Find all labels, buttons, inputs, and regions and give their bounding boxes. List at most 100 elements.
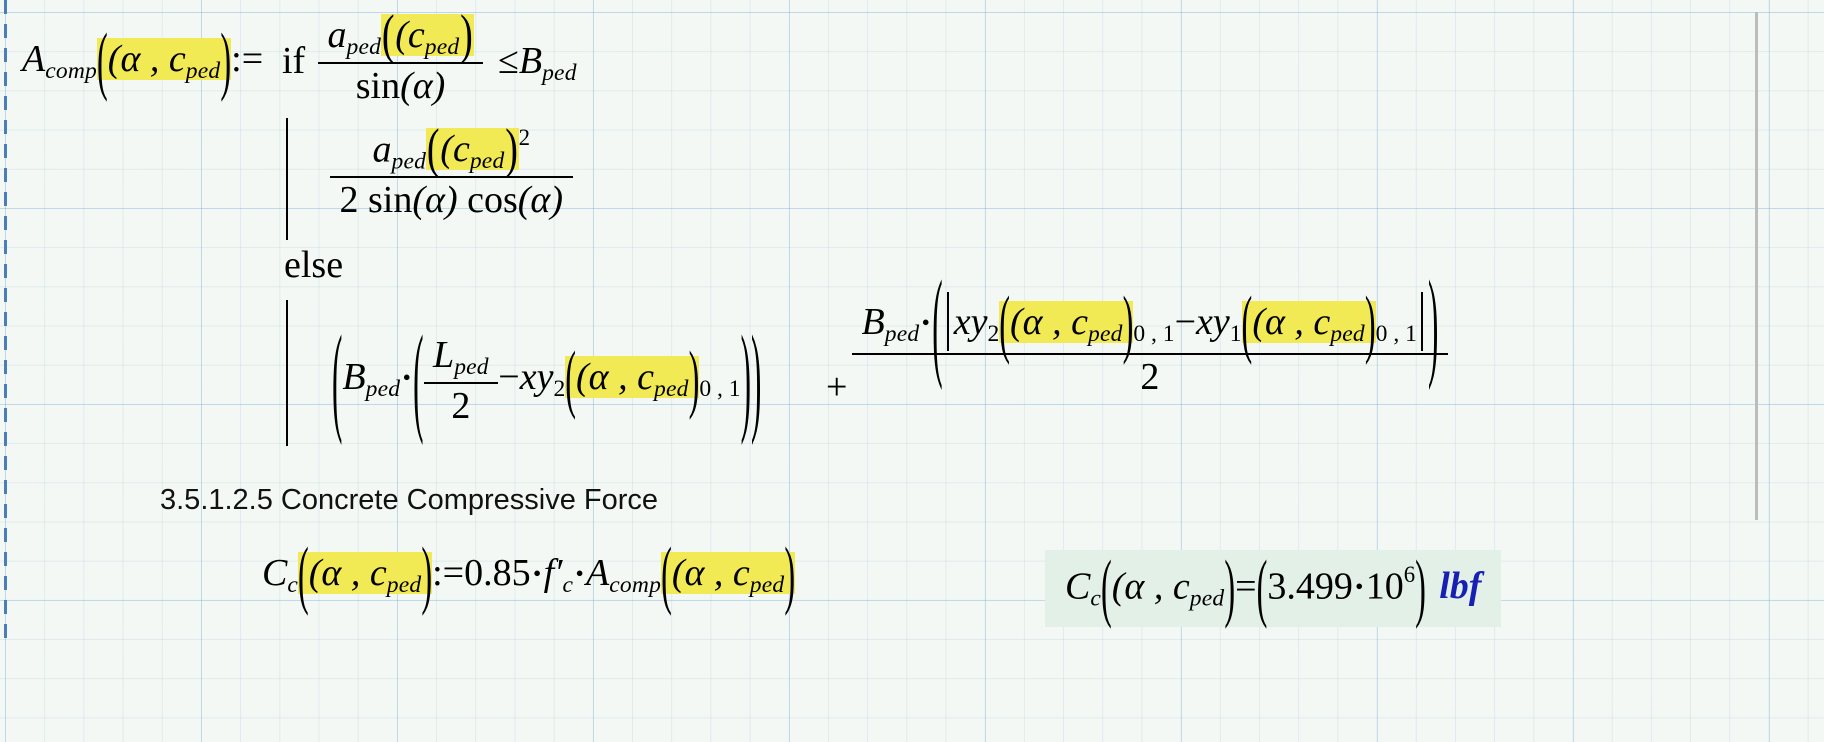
cos-argument: (α) — [517, 179, 564, 222]
bped-symbol: B — [861, 300, 885, 343]
aped-arg-highlight[interactable]: ((cped) — [381, 7, 474, 63]
page-boundary-rule — [1755, 12, 1758, 520]
acomp-subscript: comp — [609, 572, 662, 599]
fraction: a ped((cped) sin(α) — [318, 7, 484, 107]
cc-args-sub: ped — [386, 572, 422, 599]
fraction: Bped•(xy2((α , cped)0 , 1−xy1((α , cped)… — [852, 262, 1448, 396]
lped-symbol: L — [433, 334, 455, 376]
define-operator: := — [432, 552, 465, 594]
region-marker-dashed-line — [4, 0, 7, 640]
xy2-args-sub: ped — [1088, 320, 1123, 347]
xy2-args-sub: ped — [653, 376, 689, 403]
xy1-subscript: 1 — [1229, 320, 1242, 347]
paren-close: ) — [460, 4, 473, 66]
paren-close: ) — [1122, 280, 1134, 365]
equation-cc-definition[interactable]: Cc((α , cped):=0.85•f′c•Acomp((α , cped) — [262, 535, 796, 612]
power-exponent: 2 — [518, 125, 530, 150]
paren-open: ( — [661, 531, 672, 617]
cc-subscript: c — [287, 572, 299, 599]
aped-symbol: a — [327, 14, 347, 56]
cc-symbol: C — [262, 552, 288, 594]
cped-subscript: ped — [469, 148, 505, 175]
bped-subscript: ped — [884, 320, 920, 347]
abs-bar-open — [947, 292, 950, 351]
fraction-numerator: aped((cped)2 — [330, 122, 573, 177]
acomp-symbol: A — [22, 38, 46, 80]
paren-close: ) — [784, 531, 796, 617]
cc-args: (α , c — [308, 552, 387, 594]
if-keyword: if — [282, 40, 306, 82]
xy2-arguments-highlight[interactable]: ((α , cped) — [565, 340, 700, 416]
cped-symbol: (c — [395, 14, 425, 56]
plus-operator: + — [826, 366, 848, 408]
condition-fraction: a ped((cped) sin(α) — [318, 7, 484, 107]
paren-close: ) — [1364, 280, 1376, 365]
paren-open-inner: ( — [413, 310, 424, 447]
paren-close: ) — [505, 118, 518, 180]
result-base: 10 — [1365, 565, 1404, 608]
paren-open: ( — [97, 17, 108, 103]
cc-args-sub: ped — [1189, 585, 1225, 612]
acomp-subscript: comp — [45, 58, 98, 85]
else-keyword: else — [284, 244, 344, 286]
paren-open-outer: ( — [932, 254, 943, 392]
paren-close-value: ) — [1415, 544, 1426, 630]
cped-symbol: (c — [440, 128, 470, 171]
xy1-index: 0 , 1 — [1375, 320, 1417, 347]
xy2-symbol: xy — [519, 356, 554, 399]
lped-subscript: ped — [454, 354, 489, 381]
fraction-numerator: Lped — [424, 336, 499, 382]
coefficient-two: 2 — [339, 179, 359, 222]
acomp-args: (α , c — [107, 38, 186, 80]
then-branch-bar — [286, 118, 288, 240]
result-cc-box[interactable]: Cc((α , cped)=(3.499•106)lbf — [1045, 544, 1502, 630]
paren-open: ( — [1241, 280, 1253, 365]
cc-args: (α , c — [1111, 565, 1190, 608]
paren-close-outer: ) — [1427, 254, 1439, 392]
xy1-args: (α , c — [1252, 300, 1331, 343]
aped-subscript: ped — [391, 148, 427, 175]
cped-subscript: ped — [424, 34, 460, 61]
fraction-denominator: sin(α) — [318, 61, 484, 107]
result-mantissa: 3.499 — [1267, 565, 1353, 608]
sin-argument: (α) — [400, 64, 446, 107]
paren-close-inner: ) — [740, 310, 751, 447]
paren-close: ) — [1224, 544, 1236, 630]
paren-open: ( — [381, 4, 395, 66]
result-exponent: 6 — [1403, 562, 1416, 587]
cc-arguments-highlight[interactable]: ((α , cped) — [298, 535, 433, 612]
equation-acomp-lhs[interactable]: Acomp((α , cped):= — [22, 21, 264, 98]
fraction-numerator: Bped•(xy2((α , cped)0 , 1−xy1((α , cped)… — [852, 262, 1448, 384]
cped-arg-highlight[interactable]: ((cped) — [426, 122, 519, 177]
acomp-arguments-highlight[interactable]: ((α , cped) — [661, 535, 796, 612]
xy2-args: (α , c — [576, 356, 654, 399]
cos-function: cos — [467, 179, 518, 222]
multiply-dot: • — [1355, 574, 1364, 601]
then-branch-expression[interactable]: aped((cped)2 2 sin(α) cos(α) — [330, 122, 573, 222]
equals-sign: = — [1235, 565, 1257, 608]
paren-open: ( — [1101, 544, 1112, 630]
define-operator: := — [231, 38, 264, 80]
condition-relation: ≤Bped — [498, 42, 577, 86]
else-branch-right-fraction[interactable]: Bped•(xy2((α , cped)0 , 1−xy1((α , cped)… — [852, 262, 1448, 396]
fraction: aped((cped)2 2 sin(α) cos(α) — [330, 122, 573, 222]
multiply-dot: • — [921, 309, 930, 336]
acomp-arguments-highlight[interactable]: ((α , cped) — [97, 21, 232, 98]
paren-close-outer: ) — [750, 310, 762, 447]
paren-close: ) — [421, 531, 433, 617]
section-heading: 3.5.1.2.5 Concrete Compressive Force — [160, 484, 659, 516]
sin-function: sin — [355, 64, 401, 107]
xy2-subscript: 2 — [553, 376, 566, 403]
xy1-arguments-highlight[interactable]: ((α , cped) — [1241, 284, 1376, 361]
xy2-arguments-highlight[interactable]: ((α , cped) — [999, 284, 1134, 361]
less-equal-sign: ≤ — [498, 40, 519, 82]
xy1-symbol: xy — [1196, 300, 1230, 343]
else-branch-bar — [286, 300, 288, 446]
acomp-args: (α , c — [671, 552, 750, 594]
bped-subscript: ped — [542, 60, 577, 87]
acomp-symbol: A — [586, 552, 610, 594]
paren-close: ) — [688, 335, 700, 421]
sin-argument: (α) — [412, 179, 458, 222]
acomp-args-sub: ped — [185, 58, 221, 85]
